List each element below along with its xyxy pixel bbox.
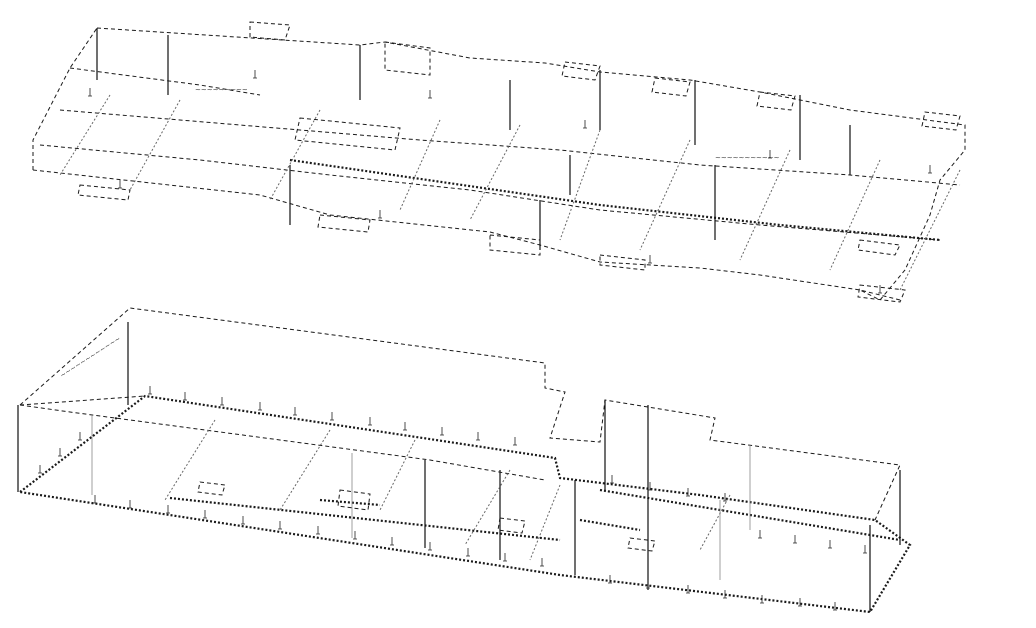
- lower-boxes: [197, 481, 656, 552]
- upper-mid-line: [39, 144, 941, 241]
- lower-thin-posts: [91, 415, 751, 580]
- upper-boxes: [77, 21, 961, 303]
- upper-corridor: [289, 158, 941, 242]
- upper-posts: [96, 28, 851, 250]
- lower-inner-hatch: [169, 488, 901, 542]
- upper-annotation-2: ~~~~~~~~~~~: [715, 154, 780, 162]
- upper-annotation-1: ~~~~~~~~~: [195, 86, 248, 94]
- lower-support-tags: [38, 386, 867, 611]
- lower-inner-walls: [19, 395, 546, 481]
- lower-roof-outline: [19, 307, 901, 521]
- upper-base-outline: [32, 169, 901, 301]
- lower-base-outline: [19, 394, 912, 614]
- lower-posts: [17, 322, 901, 612]
- upper-diagonal-walls: [59, 94, 961, 291]
- lower-annotation: ~~~~~~~~~~~~: [59, 335, 122, 380]
- upper-left-end: [32, 27, 261, 170]
- upper-roof-outline: [96, 27, 966, 301]
- lower-floor-plan: ~~~~~~~~~~~~: [17, 307, 912, 614]
- upper-support-tags: [88, 70, 932, 294]
- upper-floor-plan: ~~~~~~~~~ ~~~~~~~~~~~: [32, 21, 966, 303]
- lower-diagonal-walls: [164, 419, 731, 561]
